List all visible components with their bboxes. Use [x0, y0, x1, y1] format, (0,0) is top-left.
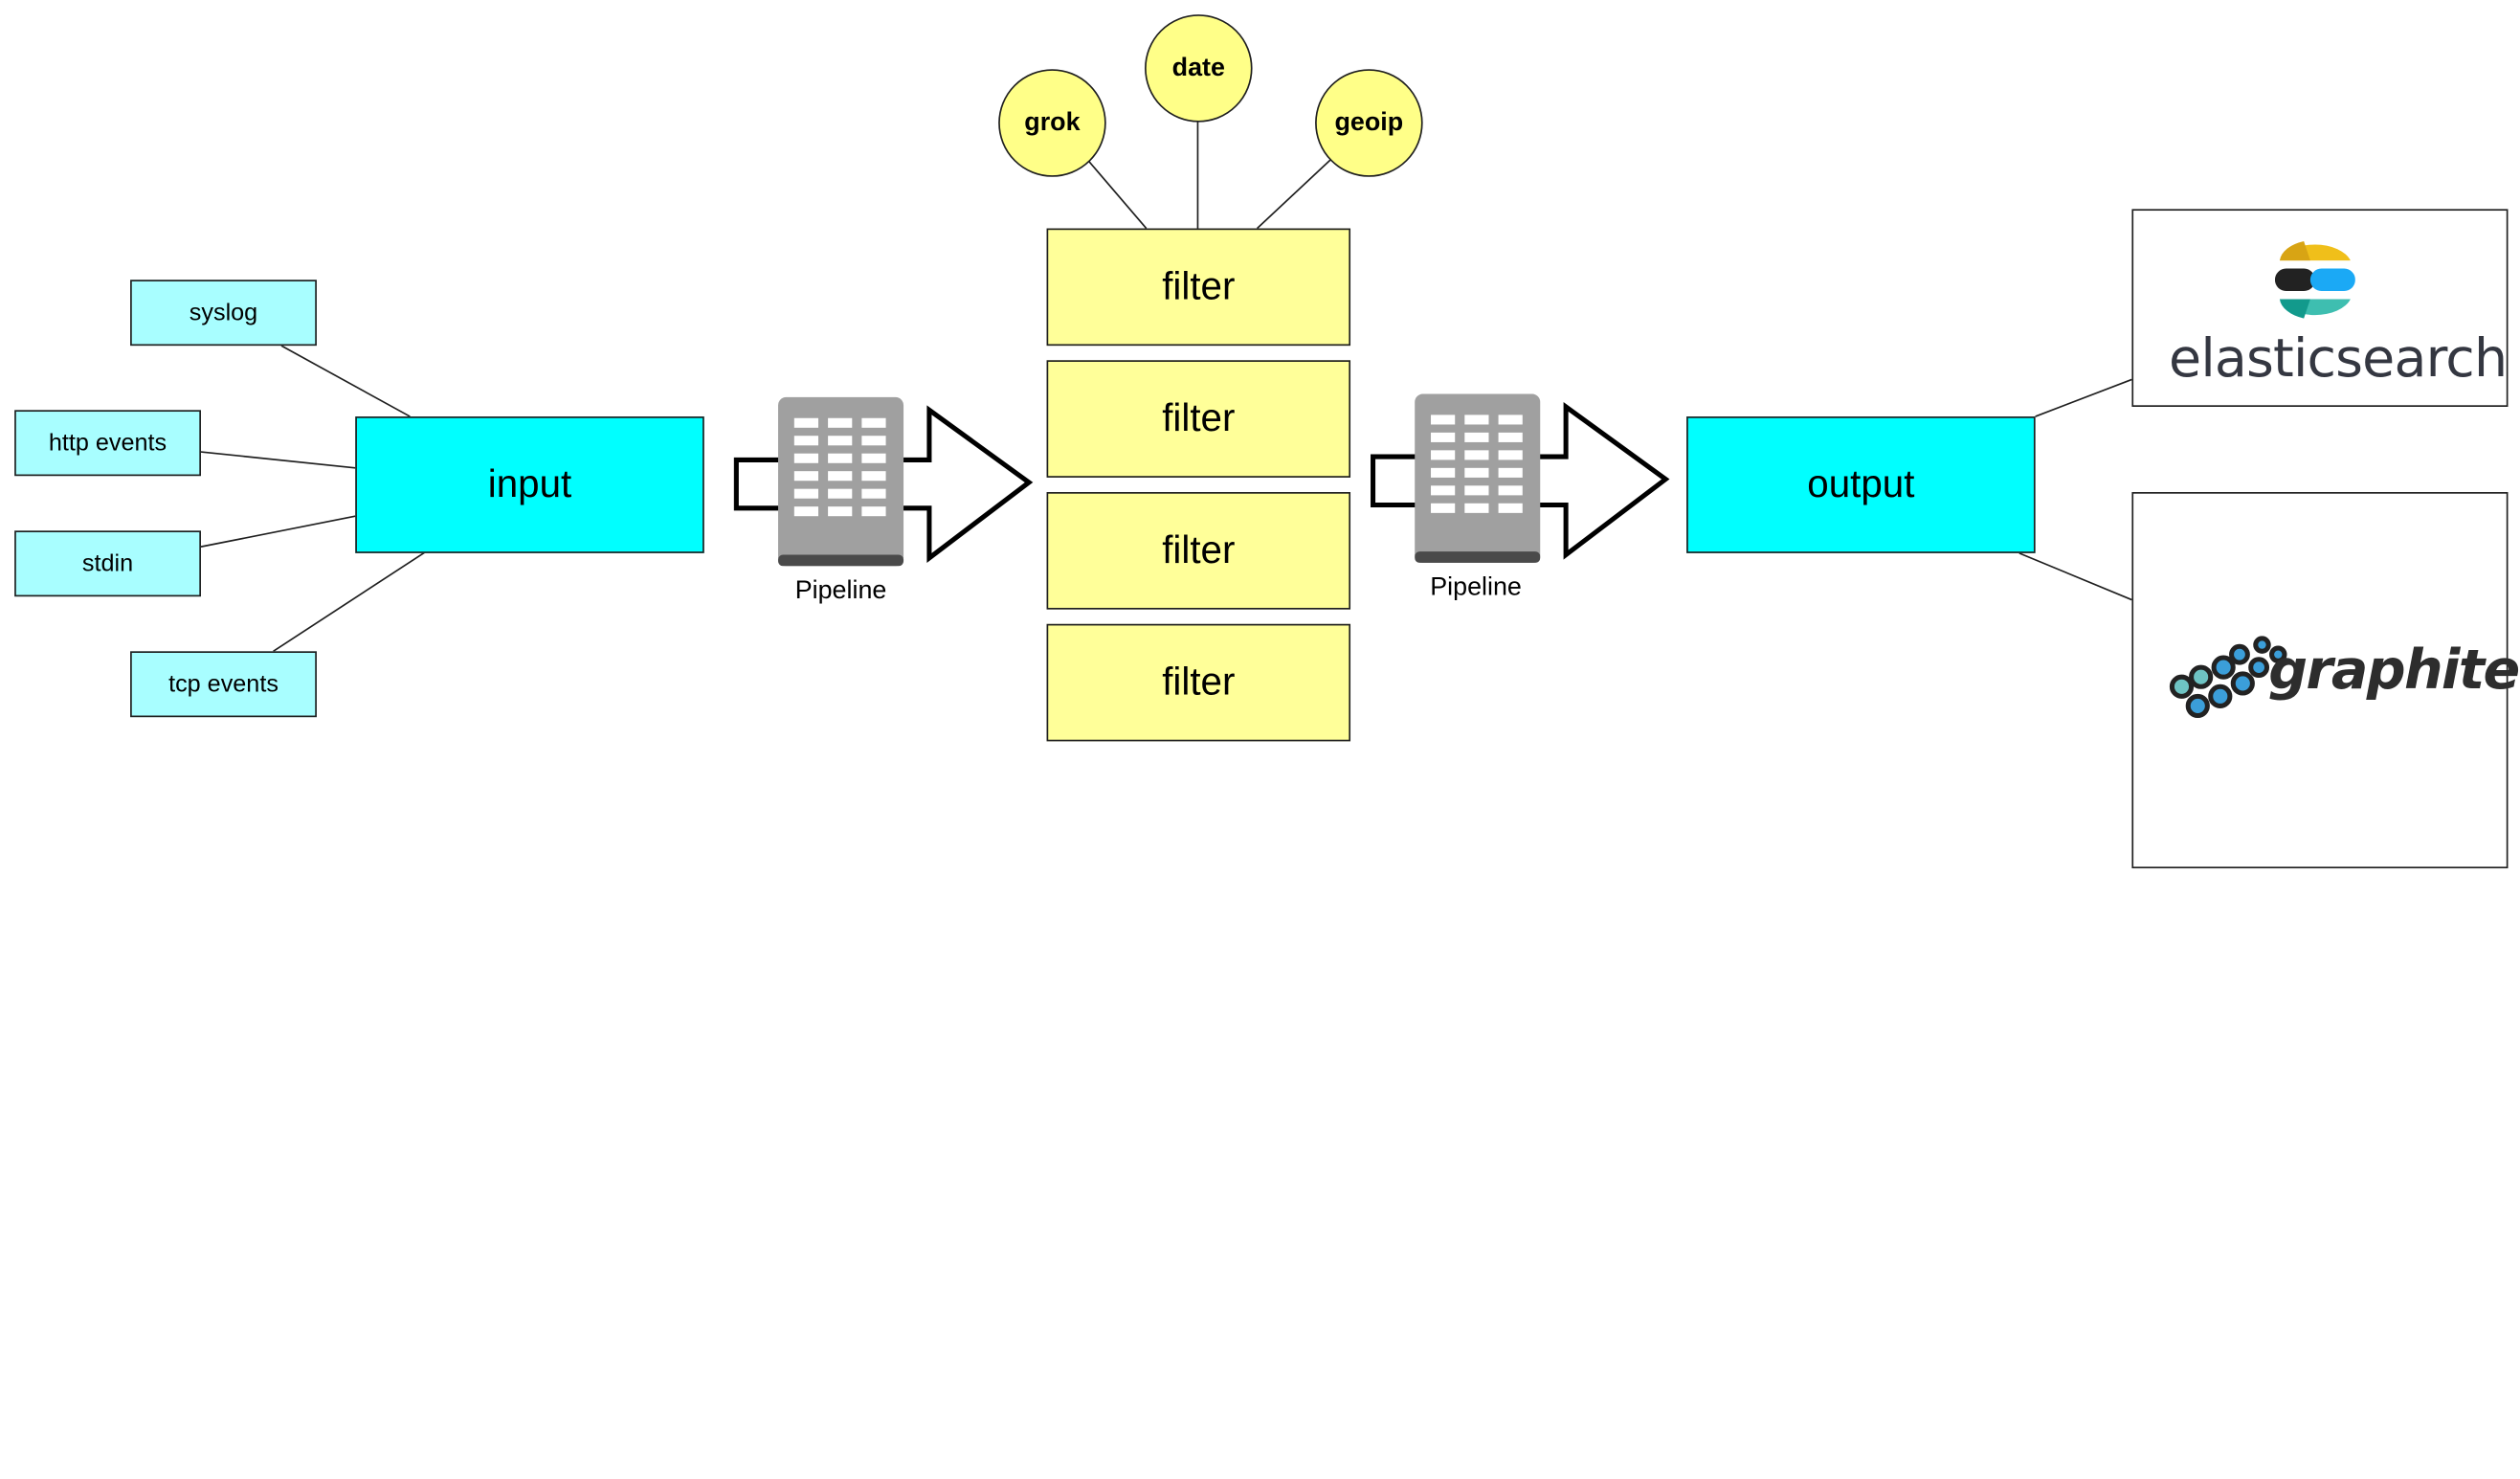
connector-syslog-input [280, 345, 411, 417]
source-tcp-events: tcp events [130, 651, 317, 718]
filter-box-4: filter [1046, 623, 1351, 742]
connector-output-elasticsearch [2035, 378, 2132, 417]
filter-box-1: filter [1046, 228, 1351, 347]
target-graphite: graphite [2131, 492, 2520, 869]
pipeline-icon-1 [733, 396, 1034, 567]
filter-box-2: filter [1046, 360, 1351, 478]
source-http-events: http events [14, 410, 201, 477]
plugin-date: date [1145, 14, 1253, 123]
target-elasticsearch: elasticsearch [2131, 209, 2509, 407]
source-stdin: stdin [14, 530, 201, 597]
connector-output-graphite [2018, 552, 2132, 601]
connector-geoip-filter [1257, 158, 1332, 230]
pipeline-icon-2 [1371, 393, 1670, 563]
plugin-geoip: geoip [1315, 69, 1423, 177]
elasticsearch-wordmark: elasticsearch [2169, 325, 2508, 390]
plugin-grok: grok [998, 69, 1106, 177]
connector-http-input [200, 451, 356, 469]
graphite-logo-icon [2169, 636, 2287, 719]
pipeline-label-2: Pipeline [1430, 573, 1522, 602]
input-stage: input [355, 416, 704, 553]
connector-tcp-input [273, 550, 427, 653]
pipeline-server-icon [1415, 393, 1541, 563]
graphite-wordmark: graphite [2268, 638, 2520, 704]
pipeline-label-1: Pipeline [794, 577, 887, 605]
connector-lines [200, 120, 2132, 653]
source-syslog: syslog [130, 280, 317, 347]
connector-stdin-input [200, 515, 356, 548]
elasticsearch-logo-icon [2274, 240, 2355, 319]
connector-grok-filter [1087, 160, 1148, 230]
output-stage: output [1686, 416, 2036, 553]
filter-box-3: filter [1046, 492, 1351, 610]
pipeline-server-icon [778, 396, 904, 567]
